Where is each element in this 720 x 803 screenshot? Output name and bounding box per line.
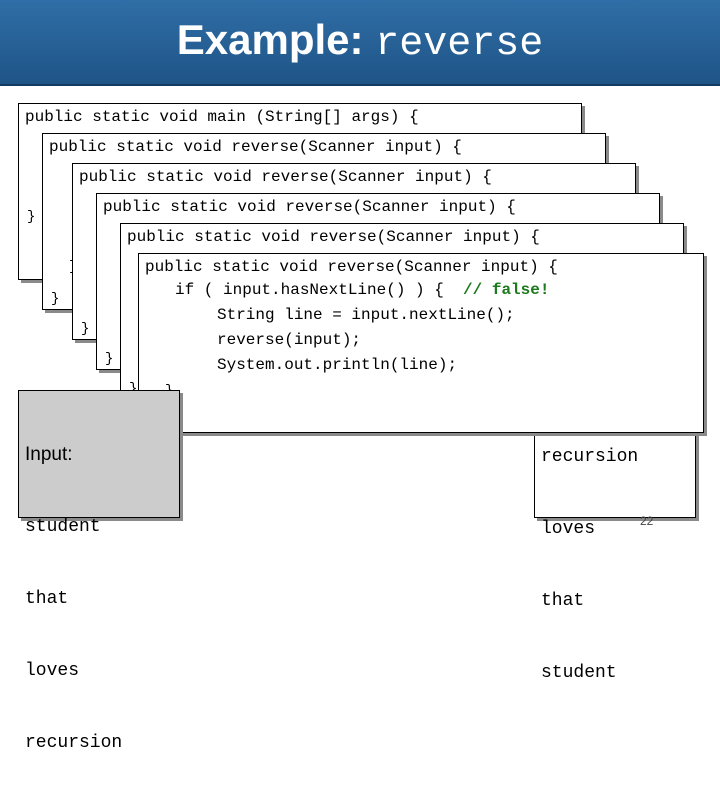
frame-signature: public static void reverse(Scanner input… xyxy=(49,138,462,156)
title-bar: Example: reverse xyxy=(0,0,720,86)
frame-signature: public static void reverse(Scanner input… xyxy=(79,168,492,186)
closing-brace: } xyxy=(81,321,90,337)
code-line: String line = input.nextLine(); xyxy=(217,306,515,324)
input-line: that xyxy=(25,589,69,609)
code-comment: // false! xyxy=(463,281,550,299)
output-line: recursion xyxy=(541,447,639,467)
closing-brace: } xyxy=(105,351,114,367)
closing-brace: } xyxy=(51,291,60,307)
frame-signature: public static void main (String[] args) … xyxy=(25,108,419,126)
code-line: reverse(input); xyxy=(217,331,362,349)
page-number: 22 xyxy=(640,514,654,528)
code-line: System.out.println(line); xyxy=(217,356,458,374)
title-text: Example: xyxy=(176,16,364,63)
input-line: loves xyxy=(25,661,80,681)
closing-brace: } xyxy=(129,381,138,397)
input-line: recursion xyxy=(25,733,123,753)
slide-title: Example: reverse xyxy=(0,16,720,67)
input-label: Input: xyxy=(25,444,73,465)
output-line: that xyxy=(541,591,585,611)
output-line: loves xyxy=(541,519,596,539)
input-box: Input: student that loves recursion xyxy=(18,390,180,753)
stack-frame-reverse-5: public static void reverse(Scanner input… xyxy=(138,253,704,433)
frame-signature: public static void reverse(Scanner input… xyxy=(127,228,540,246)
if-statement-row: if ( input.hasNextLine() ) { // false! xyxy=(175,282,549,298)
title-code: reverse xyxy=(375,22,544,67)
frame-signature: public static void reverse(Scanner input… xyxy=(103,198,516,216)
if-statement: if ( input.hasNextLine() ) { xyxy=(175,281,444,299)
frame-signature: public static void reverse(Scanner input… xyxy=(145,258,558,276)
output-line: student xyxy=(541,663,617,683)
closing-brace: } xyxy=(27,209,36,225)
input-line: student xyxy=(25,517,101,537)
